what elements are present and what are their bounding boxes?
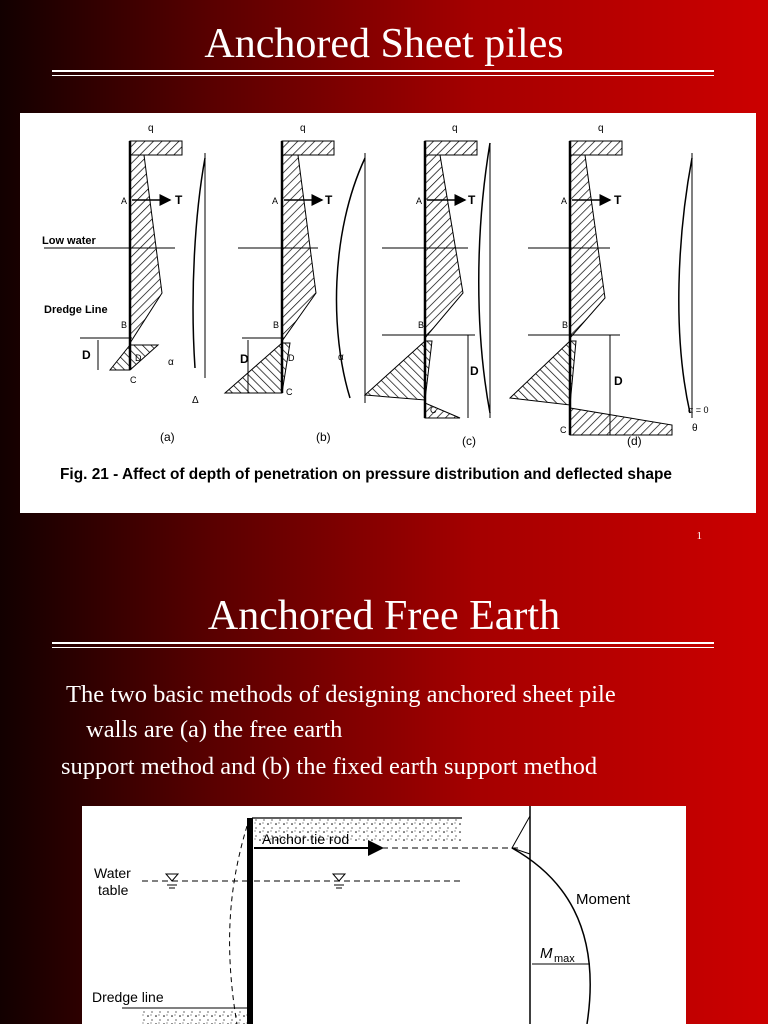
passive-pressure-a <box>108 344 160 371</box>
label-panel-a: (a) <box>160 430 175 444</box>
label-alpha-zero: α = 0 <box>688 405 708 415</box>
deflected-shape-b <box>335 157 366 399</box>
label-low-water: Low water <box>42 235 97 247</box>
surcharge-b <box>281 140 335 156</box>
label-water: Water <box>94 865 131 881</box>
title-rule-thin <box>52 647 714 648</box>
title-rule <box>52 642 714 644</box>
title-rule <box>52 70 714 72</box>
page-number: 1 <box>696 530 703 542</box>
label-table: table <box>98 882 129 898</box>
slide-title: Anchored Sheet piles <box>204 21 564 67</box>
label-b-b: B <box>273 320 279 330</box>
active-pressure-d <box>569 154 606 340</box>
label-q-a: q <box>148 123 154 134</box>
label-c-c: C <box>430 405 437 415</box>
label-t-c: T <box>468 193 476 207</box>
label-d-c: D <box>470 364 479 378</box>
label-c-a: C <box>130 375 137 385</box>
figure-drawing: q q q q T T T T A A A A Low water Dredge… <box>42 123 708 483</box>
label-a-c: A <box>416 196 422 206</box>
label-alpha-b: α <box>338 352 344 363</box>
panel-c <box>363 140 491 419</box>
paragraph-line-2: walls are (a) the free earth <box>86 716 343 743</box>
title-rule-thin <box>52 75 714 76</box>
surcharge-c <box>424 140 478 156</box>
paragraph-line-1: The two basic methods of designing ancho… <box>66 681 616 708</box>
label-q-c: q <box>452 123 458 134</box>
label-b-c: B <box>418 320 424 330</box>
label-dredge-line: Dredge line <box>92 989 164 1005</box>
label-c-d: C <box>560 425 567 435</box>
label-panel-d: (d) <box>627 434 642 448</box>
label-d-b: D <box>240 352 249 366</box>
slide-1: Anchored Sheet piles <box>0 0 768 572</box>
label-delta: Δ <box>192 395 199 406</box>
toe-pressure-c <box>424 402 461 419</box>
label-b-a: B <box>121 320 127 330</box>
label-t-b: T <box>325 193 333 207</box>
surcharge-d <box>569 140 623 156</box>
label-b-d: B <box>562 320 568 330</box>
label-alpha-a: α <box>168 357 174 368</box>
label-d2-a: D <box>135 353 142 363</box>
dredge-soil <box>142 1011 247 1024</box>
label-moment: Moment <box>576 891 631 908</box>
label-c-b: C <box>286 387 293 397</box>
label-panel-b: (b) <box>316 430 331 444</box>
label-max: max <box>554 953 575 965</box>
passive-pressure-d <box>508 340 577 406</box>
moment-curve <box>511 847 591 1024</box>
active-pressure-c <box>424 154 464 340</box>
paragraph-line-3: support method and (b) the fixed earth s… <box>61 753 598 780</box>
label-d-d: D <box>614 374 623 388</box>
label-a-d: A <box>561 196 567 206</box>
surcharge-a <box>129 140 183 156</box>
label-d-a: D <box>82 348 91 362</box>
label-d2-b: D <box>288 353 295 363</box>
deflected-shape-a <box>192 157 206 369</box>
pressure-distribution-figure: q q q q T T T T A A A A Low water Dredge… <box>20 113 756 513</box>
slide-title: Anchored Free Earth <box>207 593 561 639</box>
toe-pressure-d <box>569 407 673 436</box>
label-m: M <box>540 945 553 962</box>
label-a-a: A <box>121 196 127 206</box>
free-earth-drawing: Anchor tie rod Water table Moment M max … <box>92 806 631 1024</box>
slide-2: Anchored Free Earth The two basic method… <box>0 572 768 1024</box>
deflected-shape-c <box>478 142 491 414</box>
label-anchor-tie-rod: Anchor tie rod <box>262 831 349 847</box>
label-t-d: T <box>614 193 622 207</box>
panel-a <box>44 140 206 378</box>
passive-pressure-c <box>363 340 433 401</box>
label-a-b: A <box>272 196 278 206</box>
sheet-pile <box>247 818 253 1024</box>
panel-b <box>223 140 366 403</box>
backfill-soil <box>252 818 462 843</box>
figure-caption: Fig. 21 - Affect of depth of penetration… <box>60 466 672 483</box>
panel-d <box>508 140 693 436</box>
label-dredge-line: Dredge Line <box>44 304 108 316</box>
free-earth-figure: Anchor tie rod Water table Moment M max … <box>82 806 686 1024</box>
active-pressure-a <box>129 154 163 345</box>
label-q-b: q <box>300 123 306 134</box>
deflected-shape-d <box>678 157 693 414</box>
label-t-a: T <box>175 193 183 207</box>
deflected-shape <box>229 825 248 1024</box>
label-panel-c: (c) <box>462 434 476 448</box>
passive-pressure-b <box>223 342 291 394</box>
label-q-d: q <box>598 123 604 134</box>
label-theta: θ <box>692 423 698 434</box>
